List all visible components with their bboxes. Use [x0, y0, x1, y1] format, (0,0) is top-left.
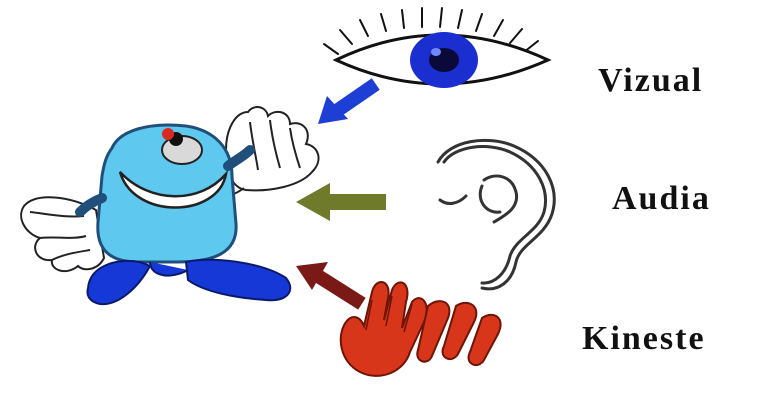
arrow-visual — [318, 88, 370, 124]
arrow-kinesthetic — [296, 262, 356, 300]
ear-icon — [438, 140, 554, 289]
label-auditory: Audia — [612, 180, 711, 218]
arrow-auditory — [296, 183, 386, 221]
label-visual: Vizual — [598, 62, 703, 100]
hand-icon — [341, 282, 501, 376]
eye-icon — [324, 8, 548, 88]
label-kinesthetic: Kineste — [582, 320, 706, 358]
cartoon-character — [21, 107, 318, 304]
